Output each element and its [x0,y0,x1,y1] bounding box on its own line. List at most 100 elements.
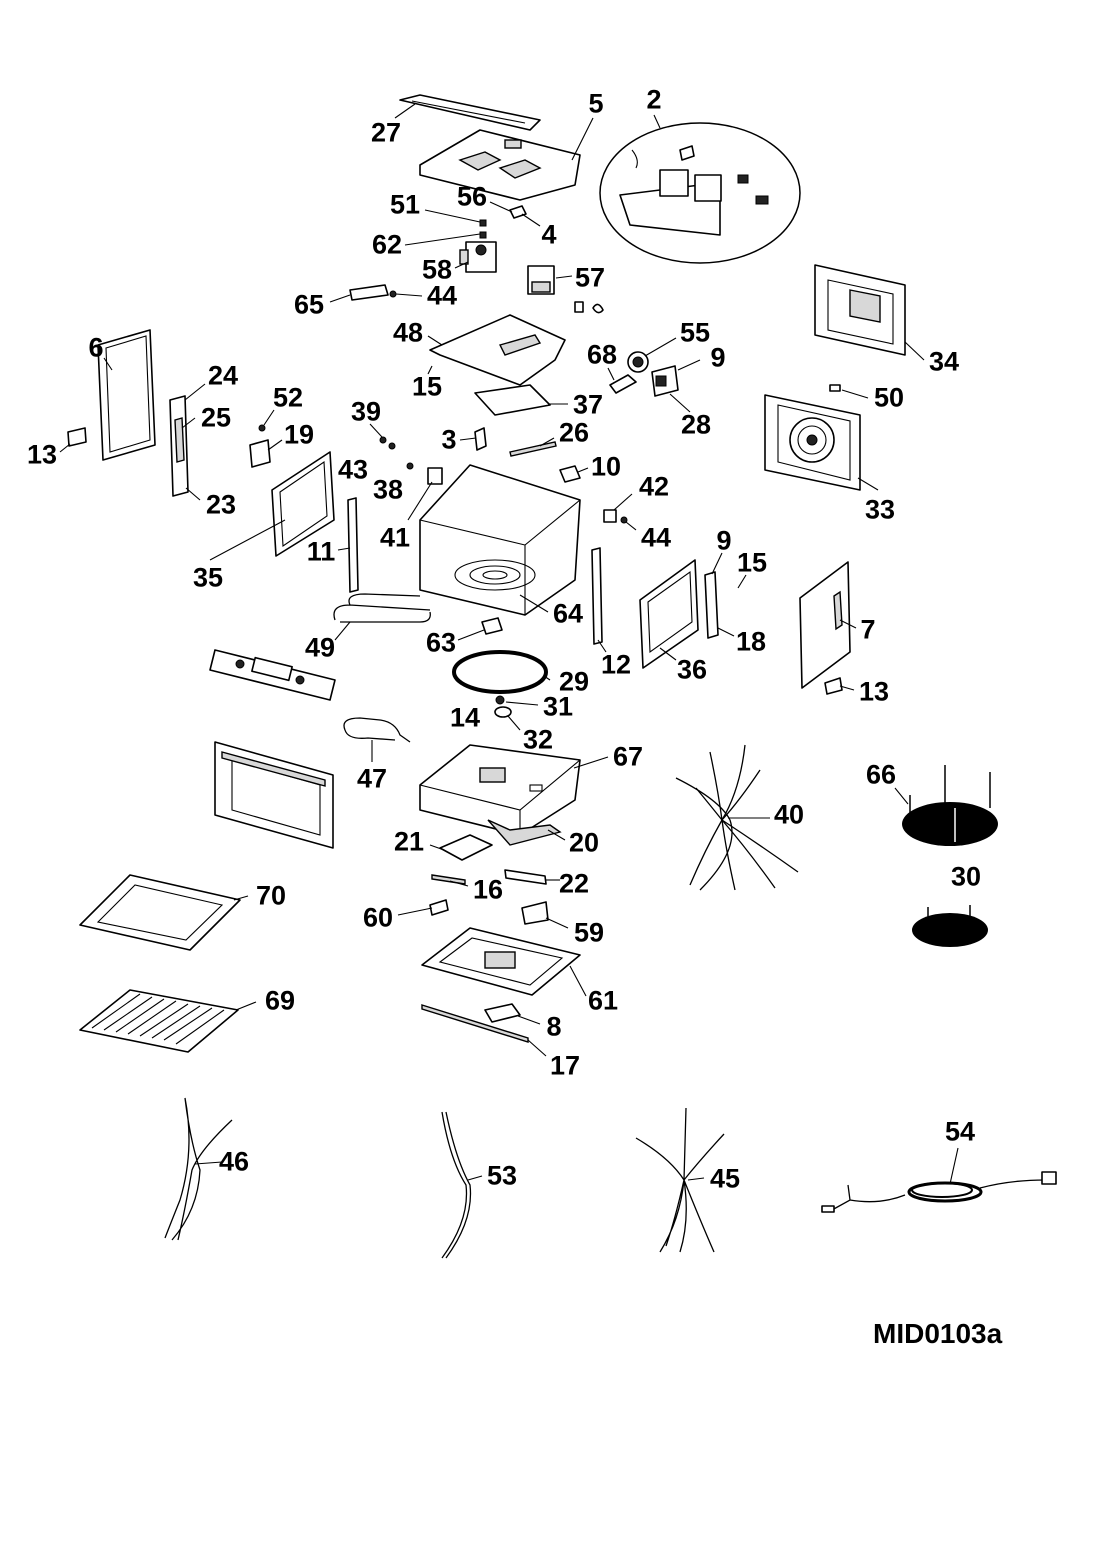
leader-57 [555,275,573,279]
part-right-inner-panel [639,559,699,669]
callout-50: 50 [873,382,905,413]
callout-23: 23 [205,489,237,520]
leader-41 [407,481,433,521]
leader-50 [841,389,869,399]
part-right-outer-panel [799,561,851,689]
part-round-rack-high [902,765,998,846]
leader-20 [547,829,566,841]
callout-65: 65 [293,289,325,320]
callout-6: 6 [88,332,104,363]
leader-44a [395,293,423,297]
part-cover-plate-8 [484,1003,521,1023]
callout-29: 29 [558,666,590,697]
leader-68 [607,367,615,381]
leader-39 [369,423,383,438]
leader-6 [103,357,113,371]
part-transformer [527,265,555,295]
part-label-plate-right [824,677,843,695]
leader-36 [659,647,677,661]
leader-65 [329,294,351,303]
part-coupler [494,695,512,718]
callout-55: 55 [679,317,711,348]
callout-35: 35 [192,562,224,593]
callout-39: 39 [350,396,382,427]
callout-2: 2 [646,84,662,115]
callout-61: 61 [587,985,619,1016]
callout-51: 51 [389,189,421,220]
leader-55 [644,337,677,357]
leader-49 [334,621,351,641]
part-switch-lever [474,427,487,451]
callout-57: 57 [574,262,606,293]
callout-26: 26 [558,417,590,448]
callout-52: 52 [272,382,304,413]
leader-32 [507,715,521,731]
callout-32: 32 [522,724,554,755]
callout-8: 8 [546,1011,562,1042]
callout-15b: 15 [736,547,768,578]
callout-36: 36 [676,654,708,685]
callout-4: 4 [541,219,557,250]
leader-56 [489,201,513,213]
callout-5: 5 [588,88,604,119]
leader-51 [424,209,481,223]
part-round-rack-low [912,905,988,947]
leader-44b [625,521,637,531]
callout-38: 38 [372,474,404,505]
callout-58: 58 [421,254,453,285]
part-bracket-22 [504,869,547,885]
callout-56: 56 [456,181,488,212]
part-top-strip [399,94,541,131]
leader-33 [857,477,879,491]
leader-66 [894,787,909,805]
part-clips [574,301,604,314]
leader-62 [404,233,481,246]
callout-67: 67 [612,741,644,772]
callout-44: 44 [426,280,458,311]
part-clip-60 [429,899,449,916]
part-rear-frame [814,264,906,356]
leader-5 [571,117,594,161]
callout-62: 62 [371,229,403,260]
part-grill-element [333,593,431,623]
leader-19 [267,439,283,451]
part-convection-motor [609,351,649,394]
leader-35 [209,519,286,561]
callout-12: 12 [600,649,632,680]
leader-34 [904,341,925,361]
leader-64 [519,594,549,613]
leader-8 [517,1015,541,1025]
leader-25 [181,417,196,429]
leader-11 [337,547,351,551]
part-side-bracket [704,571,719,639]
part-upper-plate [429,314,566,386]
part-control-panel [209,649,336,701]
callout-18: 18 [735,626,767,657]
leader-15a [427,365,433,375]
part-thermostat [603,509,617,523]
part-wire-rack [79,989,239,1053]
callout-24: 24 [207,360,239,391]
leader-7 [839,619,857,629]
part-small-clip-right [829,384,841,392]
leader-28 [669,393,691,413]
leader-60 [397,907,433,916]
callout-47: 47 [356,763,388,794]
callout-34: 34 [928,346,960,377]
callout-11: 11 [306,536,336,567]
leader-53 [467,1175,483,1181]
part-wiring-harness-46 [164,1097,233,1241]
leader-42 [613,493,633,511]
callout-66: 66 [865,759,897,790]
callout-54: 54 [944,1116,976,1147]
callout-19: 19 [283,419,315,450]
part-seal-strip-top [509,441,557,457]
part-clip-59 [521,901,549,925]
leader-10 [577,467,589,473]
part-display-frame [349,284,397,301]
part-bottom-element [343,717,411,743]
part-vertical-strip-left [347,497,359,593]
leader-9a [677,359,701,371]
